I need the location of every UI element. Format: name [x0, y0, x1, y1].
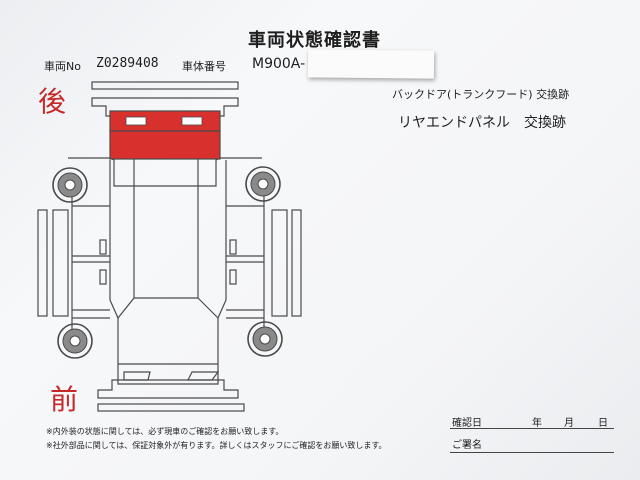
confirm-date-label: 確認日 [452, 418, 482, 429]
rear-body-outline [68, 157, 262, 187]
tire-rear-left [52, 167, 88, 203]
rear-bumper-top [91, 81, 239, 90]
left-rear-door-handle [99, 239, 107, 255]
month-label: 月 [564, 418, 574, 429]
rear-bumper-bottom [91, 97, 239, 117]
left-outer-sill [37, 209, 48, 317]
left-inner-sill [52, 209, 69, 317]
signature-label: ご署名 [452, 440, 482, 451]
tires [52, 166, 283, 359]
right-door-lines [226, 205, 264, 319]
vehicle-no-label: 車両No [44, 60, 81, 73]
damage-note-backdoor: バックドア(トランクフード) 交換跡 [392, 88, 570, 101]
year-label: 年 [532, 418, 542, 429]
right-inner-sill [271, 209, 288, 317]
damaged-rear-area [109, 110, 221, 160]
signature-line [450, 452, 614, 453]
rear-light-right [181, 116, 203, 126]
front-bumper-top [97, 379, 239, 399]
footnote-inspection: ※内外装の状態に関しては、必ず現車のご確認をお願い致します。 [46, 427, 284, 436]
headlight-right [187, 371, 220, 381]
rear-end-panel-highlight [109, 130, 221, 160]
left-front-door-handle [99, 269, 107, 285]
roof-panel [133, 158, 199, 299]
body-centerline-frame [109, 160, 227, 385]
footnote-warranty: ※社外部品に関しては、保証対象外が有ります。詳しくはスタッフにご確認をお願い致し… [46, 441, 387, 450]
headlight-left [123, 371, 151, 381]
tire-rear-right [245, 166, 281, 202]
tire-front-left [57, 323, 93, 359]
confirm-date-line [450, 428, 614, 429]
windshield-edges [117, 297, 219, 319]
tire-front-right [247, 321, 283, 357]
day-label: 日 [598, 418, 608, 429]
document-title: 車両状態確認書 [248, 30, 381, 51]
front-label: 前 [50, 383, 79, 416]
front-bumper-bottom [97, 403, 245, 412]
damage-note-rear-panel: リヤエンドパネル 交換跡 [398, 115, 566, 131]
right-rear-door-handle [229, 239, 237, 255]
right-front-door-handle [229, 269, 237, 285]
rear-label: 後 [38, 85, 67, 118]
left-door-lines [72, 205, 110, 319]
right-outer-sill [291, 209, 302, 317]
vehicle-no-value: Z0289408 [96, 56, 159, 71]
rear-light-left [125, 116, 147, 126]
body-no-label: 車体番号 [182, 60, 226, 73]
body-no-value: M900A- [252, 56, 306, 72]
